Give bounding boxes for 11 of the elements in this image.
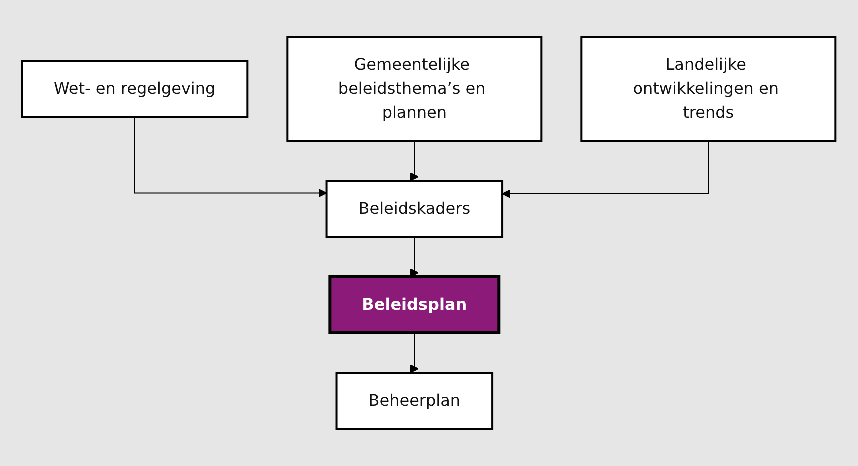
arrow [410,140,420,182]
arrow [410,236,420,278]
node-box: Wet- en regelgeving [21,60,249,118]
node-box: Landelijke ontwikkelingen en trends [580,36,837,142]
node-box: Gemeentelijke beleidsthema’s en plannen [286,36,543,142]
node-box: Beleidskaders [326,180,504,238]
arrow [502,140,710,198]
arrow [134,116,328,198]
arrow [410,332,420,374]
node-box: Beleidsplan [328,276,501,334]
node-box: Beheerplan [336,372,494,430]
